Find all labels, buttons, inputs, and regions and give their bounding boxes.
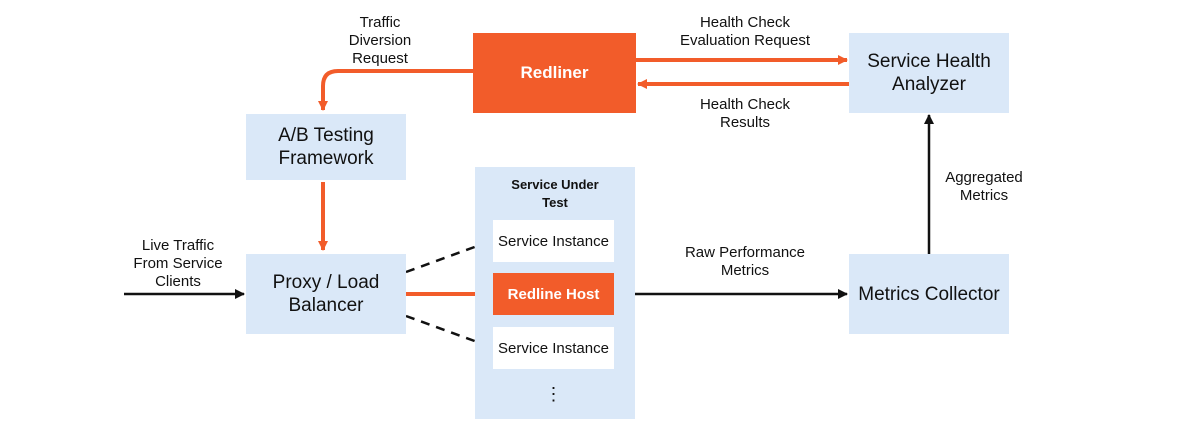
more-instances-ellipsis: ⋮ bbox=[544, 383, 563, 404]
redliner-box: Redliner bbox=[473, 33, 636, 113]
label-health-check-results: Health Check Results bbox=[699, 96, 791, 131]
label-live-traffic: Live Traffic From Service Clients bbox=[133, 237, 223, 290]
label-health-check-request: Health Check Evaluation Request bbox=[679, 14, 811, 49]
label-traffic-diversion: Traffic Diversion Request bbox=[348, 14, 412, 67]
ab-testing-framework-box: A/B Testing Framework bbox=[246, 114, 406, 180]
arrow-traffic-diversion bbox=[318, 69, 473, 111]
service-instance-top: Service Instance bbox=[493, 220, 614, 262]
service-under-test-title: Service Under Test bbox=[511, 177, 599, 210]
redline-host-box: Redline Host bbox=[493, 273, 614, 315]
service-instance-bottom: Service Instance bbox=[493, 327, 614, 369]
label-raw-performance-metrics: Raw Performance Metrics bbox=[684, 244, 806, 279]
proxy-load-balancer-box: Proxy / Load Balancer bbox=[246, 254, 406, 334]
metrics-collector-box: Metrics Collector bbox=[849, 254, 1009, 334]
service-health-analyzer-box: Service Health Analyzer bbox=[849, 33, 1009, 113]
label-aggregated-metrics: Aggregated Metrics bbox=[945, 169, 1023, 204]
